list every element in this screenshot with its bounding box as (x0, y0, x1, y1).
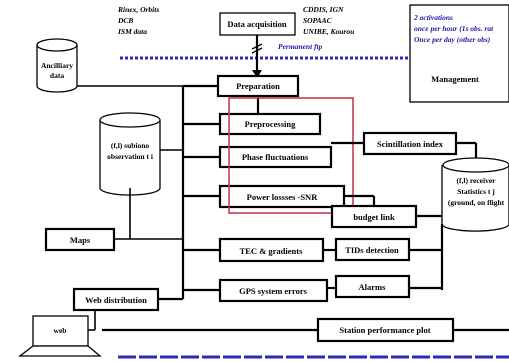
svg-text:observation t i: observation t i (107, 152, 153, 161)
data-acquisition-label: Data acquisition (227, 19, 287, 29)
gps-errors-label: GPS system errors (239, 286, 308, 296)
preprocessing-label: Preprocessing (245, 119, 296, 129)
svg-text:ISM data: ISM data (117, 27, 147, 36)
preparation-label: Preparation (236, 81, 280, 91)
alarms-box (334, 274, 411, 299)
svg-text:(f,l) receiver: (f,l) receiver (457, 176, 497, 185)
tids-detection-label: TIDs detection (345, 245, 399, 255)
scintillation-index-label: Scintillation index (377, 139, 444, 149)
activations-line-3: Once per day (other obs) (414, 35, 491, 44)
ancilliary-data-cylinder: Ancilliary data (36, 38, 78, 93)
alarms-label: Alarms (359, 282, 387, 292)
management-box (409, 4, 509, 103)
power-losses-label: Power lossses -SNR (247, 192, 319, 202)
svg-text:Ancilliary: Ancilliary (41, 61, 73, 70)
svg-text:(ground, on flight: (ground, on flight (448, 198, 505, 207)
svg-text:(f,l) subiono: (f,l) subiono (111, 141, 150, 150)
phase-fluctuations-label: Phase fluctuations (242, 152, 309, 162)
svg-text:CDDIS, IGN: CDDIS, IGN (303, 5, 344, 14)
web-distribution-label: Web distribution (85, 295, 147, 305)
web-label: web (54, 326, 67, 335)
source-text-left: Rinex, Orbits DCB ISM data (117, 5, 159, 36)
activations-line-1: 2 activations (413, 13, 453, 22)
receiver-statistics-cylinder: (f,l) receiver Statistics t j (ground, o… (441, 157, 509, 232)
highlight-frame (228, 97, 354, 214)
tec-gradients-label: TEC & gradients (240, 246, 304, 256)
svg-text:Statistics t j: Statistics t j (457, 187, 495, 196)
activations-line-2: once per hour (1s obs. rat (414, 24, 494, 33)
management-label: Management (431, 74, 479, 84)
subiono-observation-cylinder: (f,l) subiono observation t i (99, 112, 161, 196)
budget-link-label: budget link (353, 212, 395, 222)
svg-text:SOPAAC: SOPAAC (303, 16, 333, 25)
laptop-icon (18, 315, 102, 357)
permanent-ftp-label: Permanent ftp (278, 42, 323, 51)
station-performance-label: Station performance plot (339, 325, 430, 335)
svg-text:DCB: DCB (117, 16, 133, 25)
source-text-right: CDDIS, IGN SOPAAC UNIBE, Kourou (303, 5, 354, 36)
maps-label: Maps (70, 235, 91, 245)
svg-text:Rinex, Orbits: Rinex, Orbits (117, 5, 159, 14)
svg-text:UNIBE, Kourou: UNIBE, Kourou (303, 27, 354, 36)
arrow-head-icon (252, 70, 262, 78)
svg-text:data: data (50, 71, 64, 80)
